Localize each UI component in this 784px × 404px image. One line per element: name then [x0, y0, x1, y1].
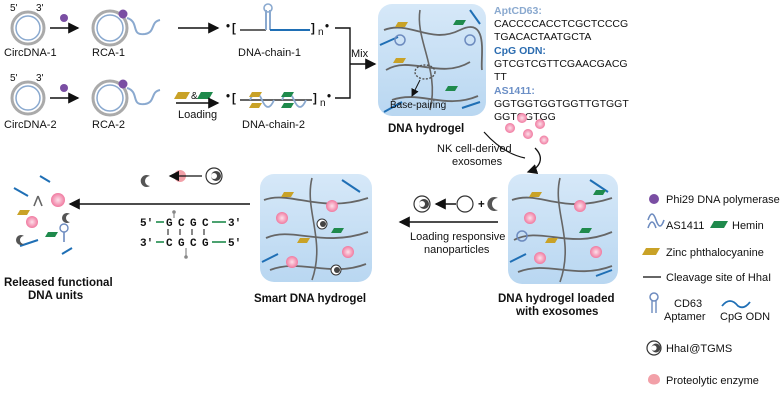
hemin-icon	[197, 92, 213, 99]
svg-text:•: •	[325, 21, 329, 33]
legend-cd63-line2: Aptamer	[664, 311, 706, 323]
legend-cd63-line1: CD63	[674, 298, 702, 310]
hhai-tgms-icon	[205, 167, 223, 185]
aptcd63-seq-line2: TGACACTAATGCTA	[494, 31, 591, 43]
aptcd63-heading: AptCD63:	[494, 5, 542, 17]
zinc-phthalocyanine-icon	[642, 248, 660, 255]
svg-text:G: G	[190, 218, 197, 230]
end-3-label: 3'	[36, 3, 44, 14]
rca-2	[91, 79, 161, 117]
phi29-polymerase-icon	[649, 194, 659, 204]
as1411-seq-line1: GGTGGTGGTGGTTGTGGT	[494, 98, 629, 110]
legend-cleavage-label: Cleavage site of HhaI	[666, 272, 771, 284]
svg-text:3': 3'	[140, 238, 153, 250]
legend-hhai-tgms-label: HhaI@TGMS	[666, 343, 732, 355]
hhai-enzyme-icon	[140, 175, 150, 188]
svg-text:G: G	[166, 218, 173, 230]
mix-label: Mix	[351, 48, 369, 60]
nk-label-line1: NK cell-derived	[437, 143, 512, 155]
svg-text:C: C	[202, 218, 209, 230]
nk-exosomes	[505, 113, 549, 145]
svg-text:3': 3'	[36, 73, 44, 84]
dna-chain-2-label: DNA-chain-2	[242, 119, 305, 131]
svg-text:C: C	[190, 238, 197, 250]
loading-resp-line1: Loading responsive	[410, 231, 505, 243]
plus-label: +	[478, 199, 485, 211]
svg-text:•: •	[327, 91, 331, 103]
hhai-tgms-icon	[646, 340, 662, 356]
svg-text:C: C	[178, 218, 185, 230]
nk-label-line2: exosomes	[452, 156, 503, 168]
circdna-1-label: CircDNA-1	[4, 47, 57, 59]
smart-hydrogel-image	[260, 174, 372, 282]
sequence-list: AptCD63: CACCCCACCTCGCTCCCG TGACACTAATGC…	[494, 5, 629, 123]
svg-text:G: G	[202, 238, 209, 250]
svg-text:3': 3'	[228, 218, 241, 230]
svg-text:G: G	[178, 238, 185, 250]
svg-text:]: ]	[313, 93, 317, 105]
legend-phi29-label: Phi29 DNA polymerase	[666, 194, 780, 206]
rca-2-label: RCA-2	[92, 119, 125, 131]
legend-as1411-label: AS1411	[666, 220, 704, 232]
cpg-seq-line2: TT	[494, 71, 507, 83]
svg-text:C: C	[166, 238, 173, 250]
cpg-odn-icon	[721, 300, 751, 309]
zinc-phthalocyanine-icon	[174, 92, 190, 99]
hhai-enzyme-icon	[487, 197, 498, 211]
tgms-particle-icon	[456, 195, 474, 213]
amp-label: &	[191, 91, 198, 102]
phi29-polymerase-icon	[60, 84, 68, 92]
svg-text:5': 5'	[10, 73, 18, 84]
as1411-heading: AS1411:	[494, 85, 535, 97]
hhai-tgms-icon	[413, 195, 431, 213]
circdna-2: 5' 3'	[10, 73, 46, 116]
loaded-label-line2: with exosomes	[515, 306, 598, 318]
rca-1	[91, 9, 161, 47]
released-dna-units-image	[13, 175, 73, 255]
svg-text:5': 5'	[140, 218, 153, 230]
dna-chain-1: • [ ] n •	[226, 3, 329, 38]
dna-hydrogel-image: Base-pairing	[378, 4, 486, 116]
released-label-line1: Released functional	[4, 277, 113, 289]
legend-zinc-label: Zinc phthalocyanine	[666, 247, 764, 259]
svg-text:5': 5'	[228, 238, 241, 250]
cpg-heading: CpG ODN:	[494, 45, 546, 57]
svg-text:]: ]	[311, 23, 315, 35]
cd63-aptamer-icon	[649, 292, 659, 313]
svg-text:•: •	[226, 21, 230, 33]
svg-text:[: [	[232, 93, 236, 105]
released-label-line2: DNA units	[28, 290, 83, 302]
as1411-icon	[647, 213, 665, 229]
cleavage-duplex: 5' G C G C 3' 3' C G C G 5'	[140, 210, 241, 259]
loading-resp-line2: nanoparticles	[424, 244, 490, 256]
legend-proteolytic-label: Proteolytic enzyme	[666, 375, 759, 387]
svg-text:[: [	[232, 23, 236, 35]
svg-text:n: n	[320, 98, 326, 109]
proteolytic-enzyme-icon	[648, 374, 660, 385]
legend-hemin-label: Hemin	[732, 220, 764, 232]
end-5-label: 5'	[10, 3, 18, 14]
rca-1-label: RCA-1	[92, 47, 125, 59]
aptcd63-seq-line1: CACCCCACCTCGCTCCCG	[494, 18, 628, 30]
hemin-icon	[710, 221, 728, 228]
cpg-seq-line1: GTCGTCGTTCGAACGACG	[494, 58, 628, 70]
smart-hydrogel-label: Smart DNA hydrogel	[254, 293, 366, 305]
legend: Phi29 DNA polymerase AS1411 Hemin Zinc p…	[642, 194, 780, 387]
loaded-label-line1: DNA hydrogel loaded	[498, 293, 615, 305]
circdna-1: 5' 3'	[10, 3, 46, 46]
hydrogel-with-exosomes-image	[508, 174, 618, 284]
svg-text:•: •	[226, 91, 230, 103]
legend-cpg-label: CpG ODN	[720, 311, 770, 323]
base-pairing-label: Base-pairing	[390, 100, 446, 111]
circdna-2-label: CircDNA-2	[4, 119, 57, 131]
phi29-polymerase-icon	[60, 14, 68, 22]
svg-text:n: n	[318, 27, 324, 38]
dna-chain-1-label: DNA-chain-1	[238, 47, 301, 59]
dna-hydrogel-label: DNA hydrogel	[388, 123, 464, 135]
dna-chain-2: • [ ] n •	[226, 91, 331, 109]
loading-label: Loading	[178, 109, 217, 121]
